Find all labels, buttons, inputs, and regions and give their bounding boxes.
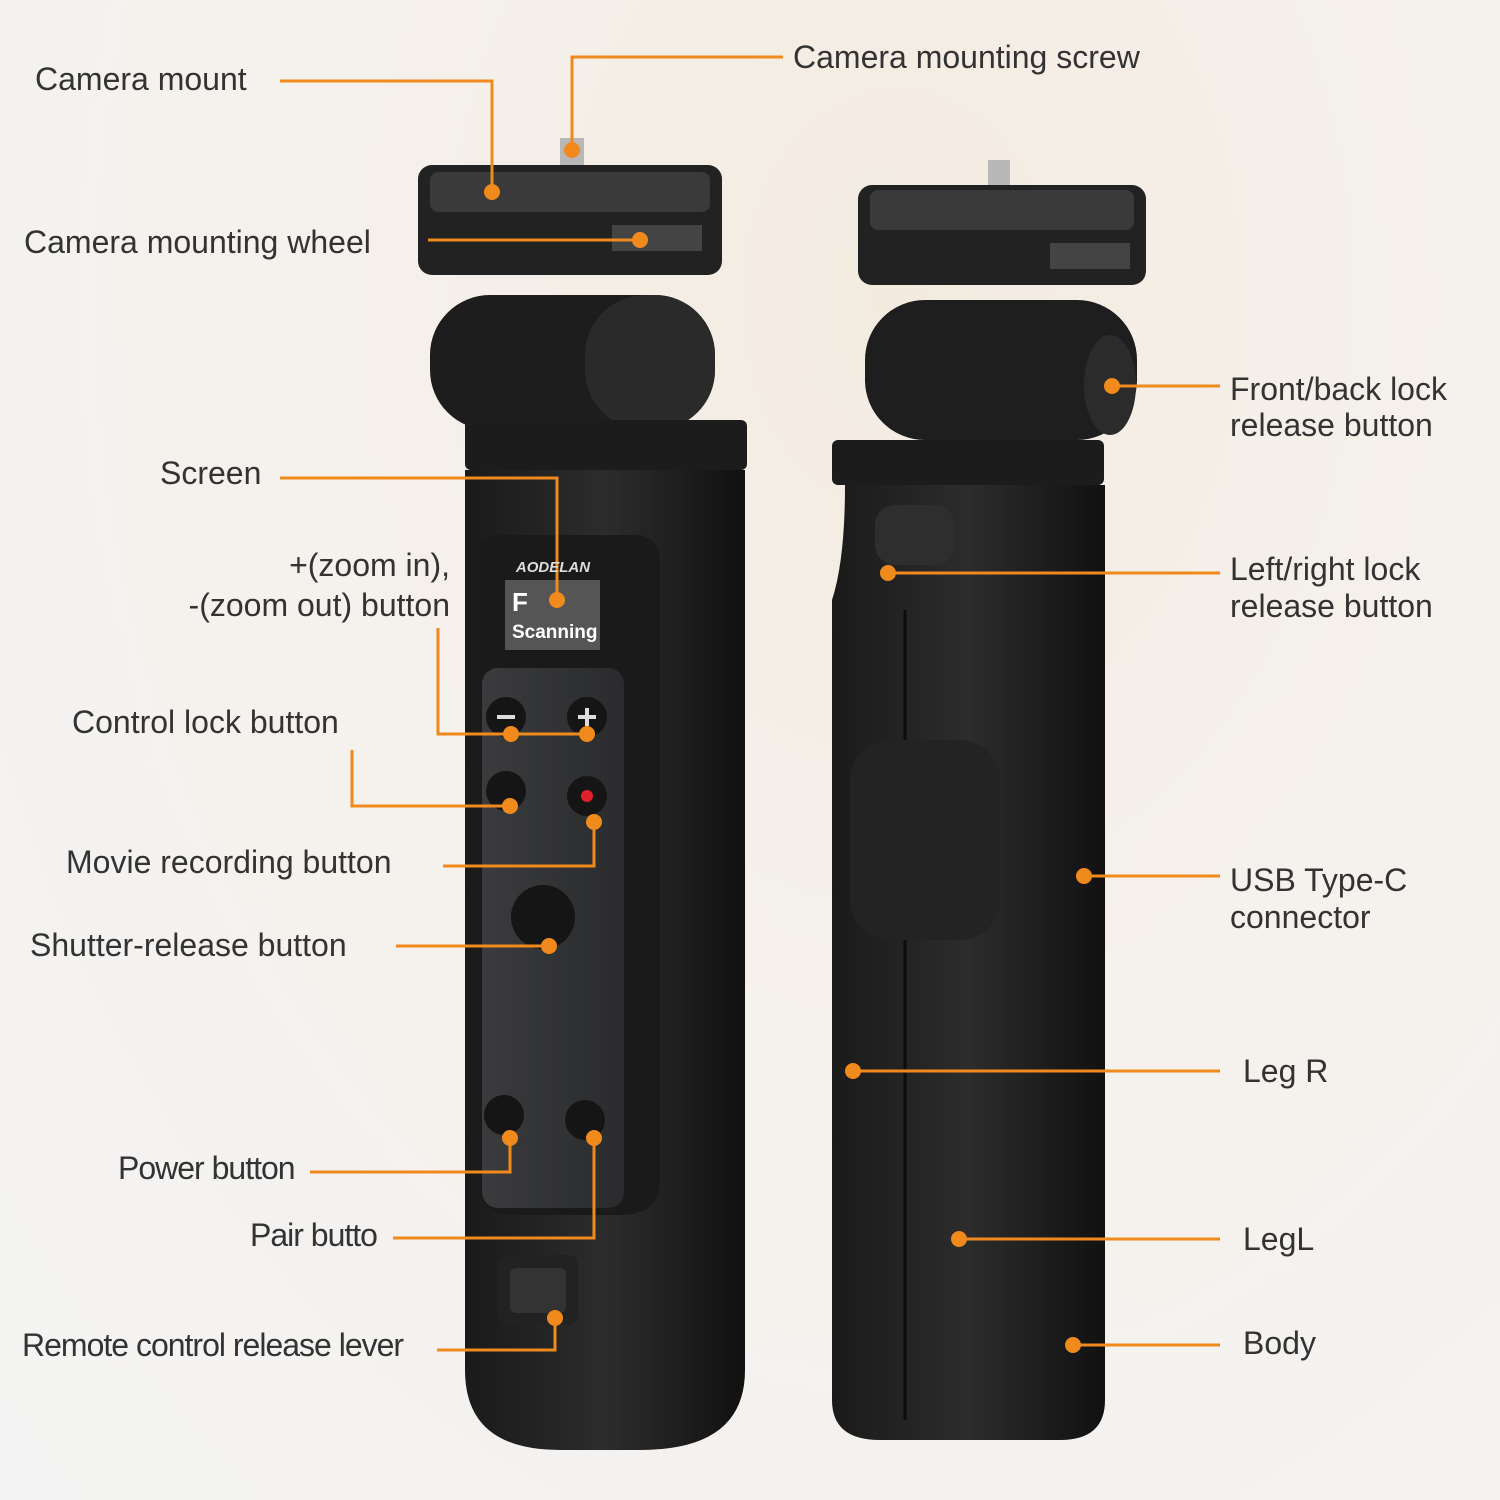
label-zoom-in: +(zoom in), xyxy=(289,547,450,583)
label-shutter-release: Shutter-release button xyxy=(30,927,347,963)
label-usb-1: USB Type-C xyxy=(1230,862,1408,898)
label-pair: Pair butto xyxy=(250,1217,378,1253)
label-left-right-2: release button xyxy=(1230,588,1433,624)
label-left-right-1: Left/right lock xyxy=(1230,551,1421,587)
label-front-back-1: Front/back lock xyxy=(1230,371,1447,407)
label-body: Body xyxy=(1243,1325,1316,1361)
label-movie-recording: Movie recording button xyxy=(66,844,392,880)
tripod-grip-side xyxy=(832,160,1146,1440)
label-screen: Screen xyxy=(160,455,262,491)
leader-lines xyxy=(280,55,1220,1352)
brand-logo: AODELAN xyxy=(515,559,591,576)
label-leg-l: LegL xyxy=(1243,1221,1315,1257)
label-camera-mounting-screw: Camera mounting screw xyxy=(793,39,1140,75)
label-remote-release: Remote control release lever xyxy=(22,1327,404,1363)
screen-mode: F xyxy=(512,587,528,617)
tripod-grip-front xyxy=(418,138,747,1450)
label-front-back-2: release button xyxy=(1230,407,1433,443)
screen-status: Scanning xyxy=(512,622,598,643)
label-zoom-out: -(zoom out) button xyxy=(188,587,450,623)
label-camera-mounting-wheel: Camera mounting wheel xyxy=(24,224,371,260)
label-leg-r: Leg R xyxy=(1243,1053,1329,1089)
callout-dots xyxy=(484,142,1120,1353)
label-control-lock: Control lock button xyxy=(72,704,339,740)
label-usb-2: connector xyxy=(1230,899,1371,935)
label-camera-mount: Camera mount xyxy=(35,61,247,97)
label-power: Power button xyxy=(118,1150,296,1186)
